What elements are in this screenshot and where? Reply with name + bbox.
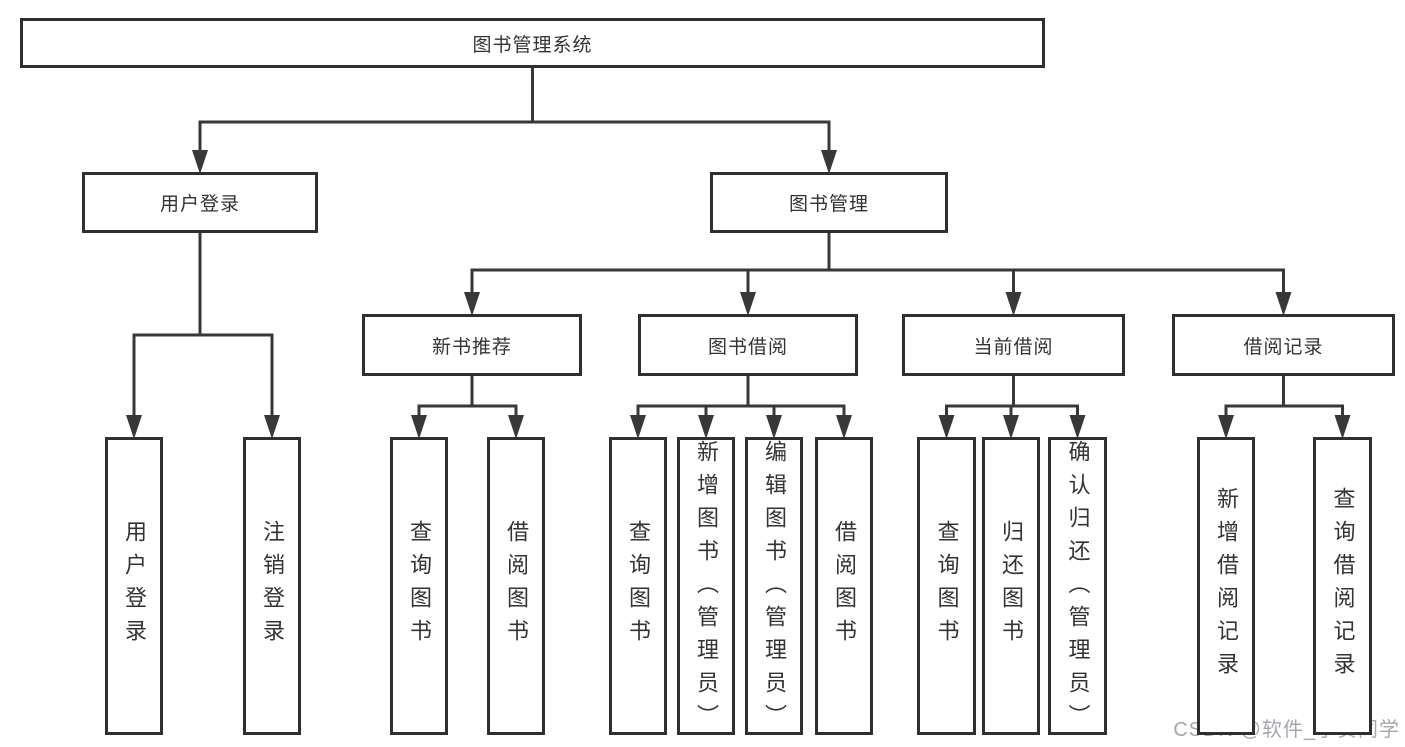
- arrowhead-icon: [1003, 415, 1019, 439]
- arrowhead-icon: [1218, 415, 1234, 439]
- node-new-book-recommend: 新书推荐: [362, 314, 582, 376]
- node-label: 新增图书（管理员）: [694, 440, 719, 737]
- node-logout: 注销登录: [243, 437, 301, 735]
- arrowhead-icon: [836, 415, 852, 439]
- arrowhead-icon: [1069, 415, 1086, 439]
- node-nb-query-books: 查询图书: [390, 437, 448, 735]
- node-current-borrow: 当前借阅: [902, 314, 1125, 376]
- node-borrow-record: 借阅记录: [1172, 314, 1395, 376]
- node-label: 查询图书: [934, 520, 960, 652]
- node-cb-return-book: 归还图书: [982, 437, 1040, 735]
- node-label: 借阅图书: [832, 520, 857, 652]
- arrowhead-icon: [126, 415, 142, 439]
- node-book-mgmt-system: 图书管理系统: [20, 18, 1045, 68]
- node-br-add-record: 新增借阅记录: [1197, 437, 1255, 735]
- node-login: 用户登录: [105, 437, 163, 735]
- node-label: 当前借阅: [973, 336, 1054, 358]
- arrowhead-icon: [264, 415, 280, 439]
- arrowhead-icon: [1275, 292, 1292, 316]
- node-nb-borrow-books: 借阅图书: [487, 437, 545, 735]
- node-label: 图书借阅: [707, 336, 788, 358]
- node-book-mgmt: 图书管理: [710, 172, 948, 233]
- arrowhead-icon: [1005, 292, 1022, 316]
- node-bb-add-book: 新增图书（管理员）: [677, 437, 735, 737]
- node-label: 新增借阅记录: [1214, 487, 1239, 685]
- arrowhead-icon: [1334, 415, 1351, 439]
- node-label: 归还图书: [999, 520, 1024, 652]
- node-user-login-group: 用户登录: [82, 172, 318, 233]
- arrowhead-icon: [464, 292, 480, 316]
- node-label: 查询图书: [407, 520, 432, 652]
- node-cb-query-books: 查询图书: [917, 437, 976, 735]
- node-label: 借阅图书: [504, 520, 529, 652]
- arrowhead-icon: [192, 150, 208, 174]
- arrowhead-icon: [938, 415, 955, 439]
- node-bb-borrow-books: 借阅图书: [815, 437, 873, 735]
- node-label: 图书管理系统: [472, 34, 593, 56]
- arrowhead-icon: [740, 292, 756, 316]
- node-label: 查询图书: [626, 520, 651, 652]
- node-label: 注销登录: [260, 520, 285, 652]
- node-book-borrow: 图书借阅: [638, 314, 858, 376]
- node-cb-confirm-return: 确认归还（管理员）: [1048, 437, 1107, 737]
- arrowhead-icon: [630, 415, 646, 439]
- node-label: 编辑图书（管理员）: [762, 440, 787, 737]
- node-label: 用户登录: [122, 520, 147, 652]
- node-label: 查询借阅记录: [1330, 487, 1356, 685]
- arrowhead-icon: [411, 415, 427, 439]
- arrowhead-icon: [698, 415, 714, 439]
- node-label: 图书管理: [788, 194, 869, 215]
- node-label: 新书推荐: [431, 336, 512, 358]
- node-label: 用户登录: [159, 194, 240, 215]
- node-bb-edit-book: 编辑图书（管理员）: [745, 437, 803, 737]
- node-label: 借阅记录: [1243, 336, 1324, 358]
- node-bb-query-books: 查询图书: [609, 437, 667, 735]
- arrowhead-icon: [821, 150, 837, 174]
- node-label: 确认归还（管理员）: [1065, 440, 1091, 737]
- arrowhead-icon: [508, 415, 524, 439]
- arrowhead-icon: [766, 415, 782, 439]
- node-br-query-record: 查询借阅记录: [1313, 437, 1372, 735]
